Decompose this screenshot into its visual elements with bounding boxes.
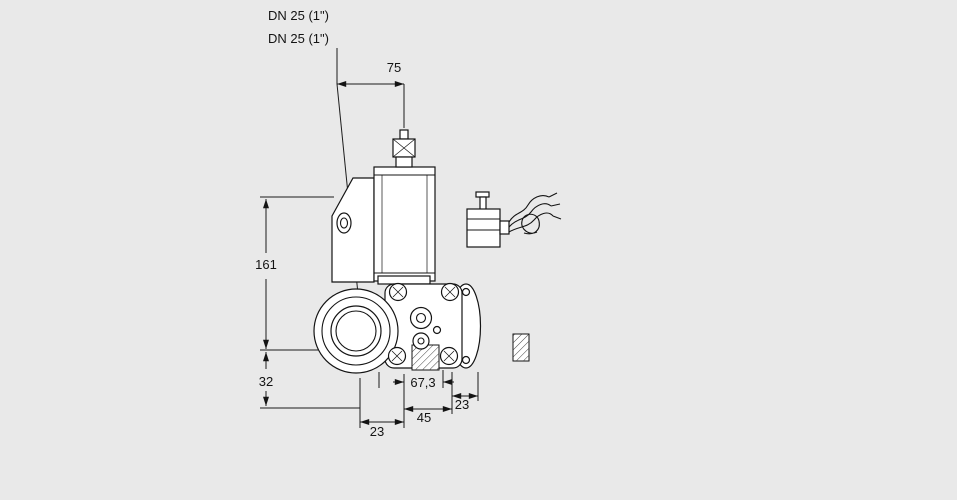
- dim-label-23-bottom: 23: [370, 424, 384, 439]
- terminal-neck: [395, 156, 413, 168]
- flange-screws: [387, 282, 460, 366]
- bracket-hole: [336, 212, 352, 234]
- flange-screw: [387, 346, 407, 366]
- coil-terminal-connector: [392, 129, 416, 168]
- seal-section-detail: [512, 333, 530, 362]
- dim-label-67-3: 67,3: [410, 375, 435, 390]
- outlet-bolt-bottom: [461, 355, 471, 365]
- din-cable-plug: [466, 191, 510, 248]
- wire-ends: [548, 192, 562, 220]
- dn-label-line2: DN 25 (1"): [268, 31, 329, 46]
- inlet-port: [313, 288, 399, 374]
- plug-screw-head: [475, 191, 490, 198]
- terminal-stud: [399, 129, 409, 140]
- solenoid-coil: [373, 166, 436, 285]
- dim-label-75: 75: [387, 60, 401, 75]
- dim-label-161: 161: [255, 257, 277, 272]
- plug-housing: [466, 208, 501, 248]
- dim-label-32: 32: [259, 374, 273, 389]
- outlet-bolt-top: [461, 287, 471, 297]
- flange-screw: [388, 282, 408, 302]
- pilot-ports: [409, 306, 442, 350]
- plug-cable-wires: [508, 192, 562, 235]
- coil-bonnet: [377, 275, 431, 285]
- bracket-hole-inner: [339, 217, 349, 229]
- mounting-bracket: [331, 177, 375, 283]
- coil-body: [373, 166, 436, 282]
- bottom-boss-section: [411, 344, 440, 371]
- dim-label-23-right: 23: [455, 397, 469, 412]
- plug-screw-shaft: [479, 196, 487, 211]
- flange-screw: [440, 282, 460, 302]
- dimension-lines: [263, 81, 478, 425]
- dn-label-line1: DN 25 (1"): [268, 8, 329, 23]
- dim-label-45: 45: [417, 410, 431, 425]
- wire-loop: [521, 213, 540, 235]
- flange-screw: [439, 346, 459, 366]
- cable-gland: [499, 220, 510, 235]
- port-thread: [330, 305, 382, 357]
